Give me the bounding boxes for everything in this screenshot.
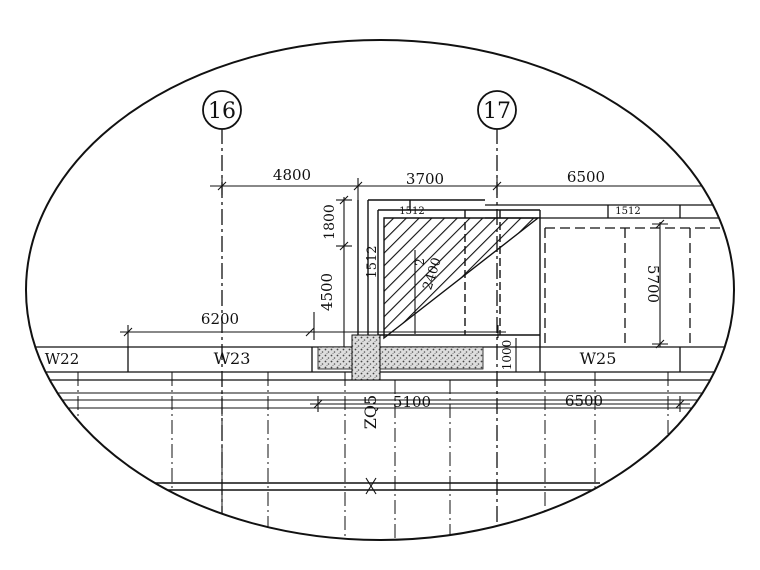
axis-label-16: 16 [208,99,236,124]
axis-lines [221,128,498,540]
dim-text-5700: 5700 [644,265,662,303]
dim-text-5100: 5100 [393,393,431,411]
wall-label-w25: W25 [580,349,617,368]
dim-text-1800: 1800 [322,204,338,240]
axis-bubble-17: 17 [477,90,517,130]
wall-label-w22: W22 [45,350,80,368]
dim-text-3700: 3700 [406,170,444,188]
dim-text-4800: 4800 [273,166,311,184]
dim-text-1512: 1512 [365,245,380,278]
axis-label-17: 17 [483,99,511,124]
detail-boundary-ellipse [25,39,735,541]
column-zq5-core [351,334,381,381]
hatched-slab [383,217,541,340]
bottom-dimension-line [310,396,690,495]
wall-label-w23: W23 [214,349,251,368]
dim-text-6500-bottom: 6500 [565,392,603,410]
vertical-dimensions [313,195,668,372]
small-label-2: 1512 [615,206,640,217]
top-dimension-line [210,178,734,200]
column-zq5-shape [317,346,484,370]
dim-text-6500-top: 6500 [567,168,605,186]
dim-text-4500: 4500 [318,273,336,311]
dimension-6200-line [120,325,506,347]
dim-text-6200: 6200 [201,310,239,328]
dim-text-1000: 1000 [500,340,514,371]
small-label-1: 1512 [399,206,424,217]
column-label-zq5: ZQ5 [361,395,380,429]
plan-content [26,128,734,540]
dim-text-2: 2 [413,258,427,266]
axis-bubble-16: 16 [202,90,242,130]
